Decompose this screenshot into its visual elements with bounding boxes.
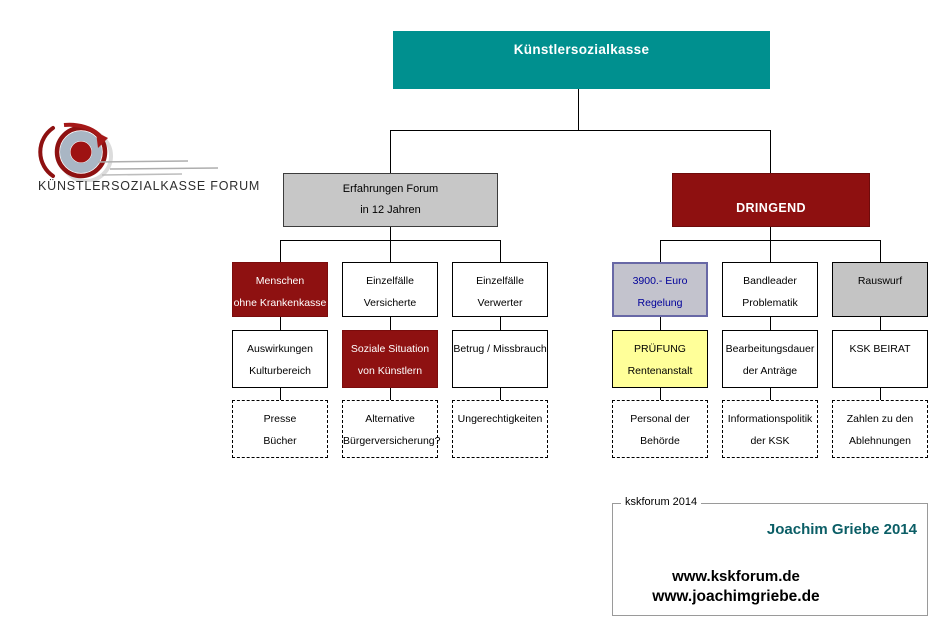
node-label-line: Problematik <box>742 297 798 309</box>
node-label-line: PRÜFUNG <box>634 343 686 355</box>
node-ungerechtigkeiten: Ungerechtigkeiten <box>452 400 548 458</box>
node-alternative-buergerversicherung: Alternative Bürgerversicherung? <box>342 400 441 458</box>
node-label-line: Ablehnungen <box>849 435 911 447</box>
node-label-line: Rentenanstalt <box>627 365 693 377</box>
footer-url-joachimgriebe: www.joachimgriebe.de <box>652 588 820 605</box>
connector-line <box>390 131 391 173</box>
connector-line <box>660 241 661 262</box>
node-label-line: Bandleader <box>743 275 797 287</box>
node-label-line: Menschen <box>255 275 305 287</box>
node-einzelfaelle-versicherte: Einzelfälle Versicherte <box>342 262 438 317</box>
node-erfahrungen-forum: Erfahrungen Forum in 12 Jahren <box>283 173 498 227</box>
node-label-line: DRINGEND <box>736 201 806 215</box>
connector-line <box>770 131 771 173</box>
node-label-line: Rauswurf <box>857 275 903 287</box>
connector-line <box>500 241 501 262</box>
node-label-line: Soziale Situation <box>350 343 430 355</box>
connector-line <box>660 240 881 241</box>
connector-line <box>770 227 771 240</box>
ksk-forum-logo-icon <box>38 122 219 182</box>
logo-caption: KÜNSTLERSOZIALKASSE FORUM <box>38 179 261 193</box>
node-label-line: Ungerechtigkeiten <box>457 413 543 425</box>
connector-line <box>770 388 771 400</box>
connector-line <box>390 241 391 262</box>
node-label-line: Bearbeitungsdauer <box>725 343 815 355</box>
connector-line <box>280 241 281 262</box>
node-menschen-ohne-krankenkasse: Menschen ohne Krankenkasse <box>232 262 328 317</box>
node-label-line: Einzelfälle <box>476 275 524 287</box>
connector-line <box>660 388 661 400</box>
connector-line <box>578 89 579 130</box>
node-auswirkungen-kulturbereich: Auswirkungen Kulturbereich <box>232 330 328 388</box>
node-bandleader-problematik: Bandleader Problematik <box>722 262 818 317</box>
connector-line <box>770 241 771 262</box>
node-bearbeitungsdauer-antraege: Bearbeitungsdauer der Anträge <box>722 330 818 388</box>
footer-group-box: kskforum 2014 Joachim Griebe 2014 www.ks… <box>612 496 928 616</box>
node-label-line: Einzelfälle <box>366 275 414 287</box>
node-label-line: in 12 Jahren <box>360 204 421 216</box>
node-label-line: Erfahrungen Forum <box>342 183 439 195</box>
connector-line <box>500 388 501 400</box>
node-label-line: KSK BEIRAT <box>849 343 911 355</box>
node-label-line: Regelung <box>637 297 683 309</box>
node-label-line: ohne Krankenkasse <box>233 297 327 309</box>
node-label-line: Kulturbereich <box>249 365 311 377</box>
node-label-line: Behörde <box>640 435 680 447</box>
node-soziale-situation: Soziale Situation von Künstlern <box>342 330 438 388</box>
node-rauswurf: Rauswurf <box>832 262 928 317</box>
node-informationspolitik-ksk: Informationspolitik der KSK <box>722 400 818 458</box>
node-label-line: Informationspolitik <box>727 413 813 425</box>
connector-line <box>280 240 501 241</box>
connector-line <box>660 317 661 330</box>
node-einzelfaelle-verwerter: Einzelfälle Verwerter <box>452 262 548 317</box>
node-3900-euro-regelung: 3900.- Euro Regelung <box>612 262 708 317</box>
node-pruefung-rentenanstalt: PRÜFUNG Rentenanstalt <box>612 330 708 388</box>
node-label-line: Zahlen zu den <box>846 413 914 425</box>
node-label-line: von Künstlern <box>357 365 423 377</box>
node-label-line: Personal der <box>630 413 690 425</box>
connector-line <box>770 317 771 330</box>
connector-line <box>390 317 391 330</box>
node-label-line: Bücher <box>263 435 297 447</box>
node-label-line: Auswirkungen <box>247 343 313 355</box>
connector-line <box>390 227 391 240</box>
node-kuenstlersozialkasse: Künstlersozialkasse <box>393 31 770 89</box>
footer-author: Joachim Griebe 2014 <box>766 521 917 538</box>
connector-line <box>880 317 881 330</box>
connector-line <box>880 388 881 400</box>
node-label-line: Alternative <box>365 413 415 425</box>
connector-line <box>280 388 281 400</box>
node-label-line: Versicherte <box>363 297 417 309</box>
connector-line <box>280 317 281 330</box>
node-label-line: 3900.- Euro <box>632 275 688 287</box>
node-label-line: Verwerter <box>477 297 523 309</box>
footer-url-kskforum: www.kskforum.de <box>672 568 800 585</box>
node-zahlen-ablehnungen: Zahlen zu den Ablehnungen <box>832 400 928 458</box>
node-betrug-missbrauch: Betrug / Missbrauch <box>452 330 548 388</box>
node-label-line: Betrug / Missbrauch <box>453 343 547 355</box>
connector-line <box>390 130 771 131</box>
node-personal-der-behoerde: Personal der Behörde <box>612 400 708 458</box>
node-label-line: Presse <box>263 413 297 425</box>
node-label-line: der KSK <box>750 435 790 447</box>
connector-line <box>500 317 501 330</box>
node-label-line: Bürgerversicherung? <box>343 435 441 447</box>
node-label-line: der Anträge <box>742 365 798 377</box>
node-dringend: DRINGEND <box>672 173 870 227</box>
node-ksk-beirat: KSK BEIRAT <box>832 330 928 388</box>
connector-line <box>390 388 391 400</box>
connector-line <box>880 241 881 262</box>
node-presse-buecher: Presse Bücher <box>232 400 328 458</box>
footer-legend: kskforum 2014 <box>621 496 702 508</box>
